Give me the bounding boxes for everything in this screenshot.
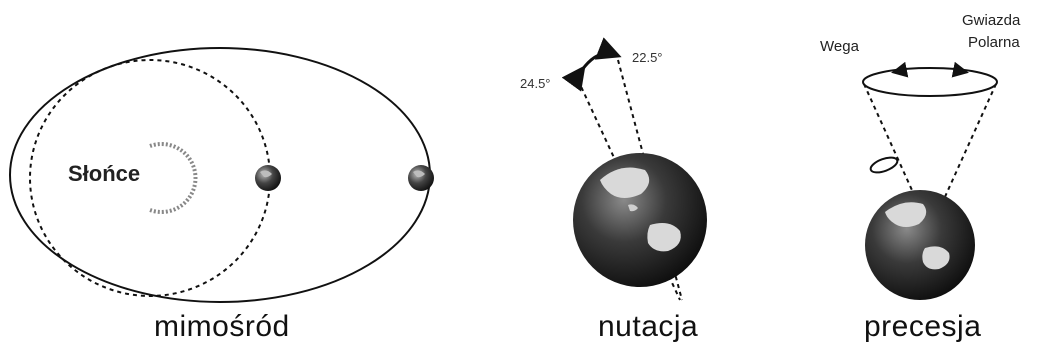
planet-icon	[408, 165, 434, 191]
spin-loop	[869, 155, 899, 176]
angle-label-right: 22.5°	[632, 50, 663, 65]
star-label-polaris-line2: Polarna	[968, 34, 1020, 51]
caption-nutation: nutacja	[598, 310, 698, 344]
nutation-arrow	[582, 53, 616, 70]
star-label-polaris-line1: Gwiazda	[962, 12, 1020, 29]
caption-eccentricity: mimośród	[154, 310, 290, 344]
earth-globe-icon	[865, 190, 975, 300]
caption-precession: precesja	[864, 310, 981, 344]
sun-icon	[150, 144, 195, 212]
precession-circle	[863, 68, 997, 96]
planet-icon	[255, 165, 281, 191]
panel-nutation	[573, 53, 707, 300]
angle-label-left: 24.5°	[520, 76, 551, 91]
earth-globe-icon	[573, 153, 707, 287]
sun-label: Słońce	[68, 161, 140, 187]
star-label-vega: Wega	[820, 38, 859, 55]
panel-precession	[863, 68, 997, 300]
